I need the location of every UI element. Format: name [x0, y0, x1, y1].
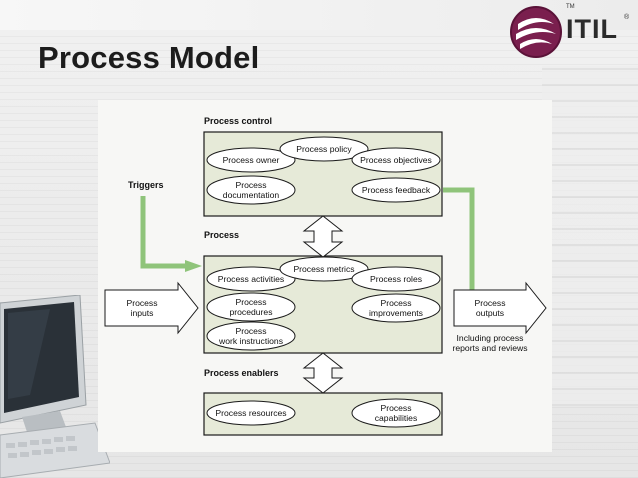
- oval-process-owner: [206, 147, 296, 173]
- slide-right-decoration: [542, 66, 638, 406]
- label-process-documentation: Process documentation: [222, 180, 280, 200]
- computer-monitor-icon: [0, 295, 110, 478]
- label-process-procedures: Process procedures: [229, 297, 273, 317]
- label-process-work-instructions: Process work instructions: [219, 326, 283, 346]
- oval-process-capabilities: [351, 398, 441, 428]
- oval-process-objectives: [351, 147, 441, 173]
- oval-process-activities: [206, 266, 296, 292]
- process-model-diagram: Process control Process Process enablers…: [98, 100, 552, 452]
- logo-tm: TM: [566, 4, 575, 10]
- logo-text: ITIL: [566, 14, 618, 44]
- label-process-inputs: Process inputs: [126, 298, 158, 318]
- label-process-outputs: Process outputs: [474, 298, 506, 318]
- oval-process-policy: [279, 136, 369, 162]
- label-process-roles: Process roles: [369, 274, 423, 284]
- label-process-feedback: Process feedback: [361, 185, 431, 195]
- label-process-activities: Process activities: [217, 274, 285, 284]
- label-process-improvements: Process improvements: [369, 298, 423, 318]
- oval-process-roles: [351, 266, 441, 292]
- logo-registered: ®: [624, 14, 630, 21]
- label-process-capabilities: Process capabilities: [374, 403, 418, 423]
- oval-process-procedures: [206, 292, 296, 322]
- oval-process-work-instructions: [206, 321, 296, 351]
- label-process-metrics: Process metrics: [293, 264, 355, 274]
- green-connectors: [140, 187, 475, 300]
- process-outputs-arrow: [453, 281, 547, 335]
- heading-process-enablers: Process enablers: [204, 368, 279, 378]
- label-process-resources: Process resources: [215, 408, 287, 418]
- oval-process-improvements: [351, 293, 441, 323]
- oval-process-metrics: [279, 256, 369, 282]
- trigger-arrowhead-icon: [185, 260, 202, 272]
- process-inputs-arrow: [104, 281, 199, 335]
- heading-process: Process: [204, 230, 240, 240]
- heading-process-control: Process control: [204, 116, 273, 126]
- itil-logo-icon: [510, 6, 562, 58]
- oval-process-feedback: [351, 177, 441, 203]
- oval-process-documentation: [206, 175, 296, 205]
- oval-process-resources: [206, 400, 296, 426]
- label-process-policy: Process policy: [296, 144, 352, 154]
- label-triggers: Triggers: [128, 180, 164, 190]
- label-process-objectives: Process objectives: [360, 155, 432, 165]
- slide-title: Process Model: [38, 40, 260, 75]
- diagram-shapes: [104, 131, 547, 436]
- double-arrow-icon: [302, 215, 344, 394]
- label-outputs-note: Including process reports and reviews: [452, 333, 528, 353]
- label-process-owner: Process owner: [222, 155, 280, 165]
